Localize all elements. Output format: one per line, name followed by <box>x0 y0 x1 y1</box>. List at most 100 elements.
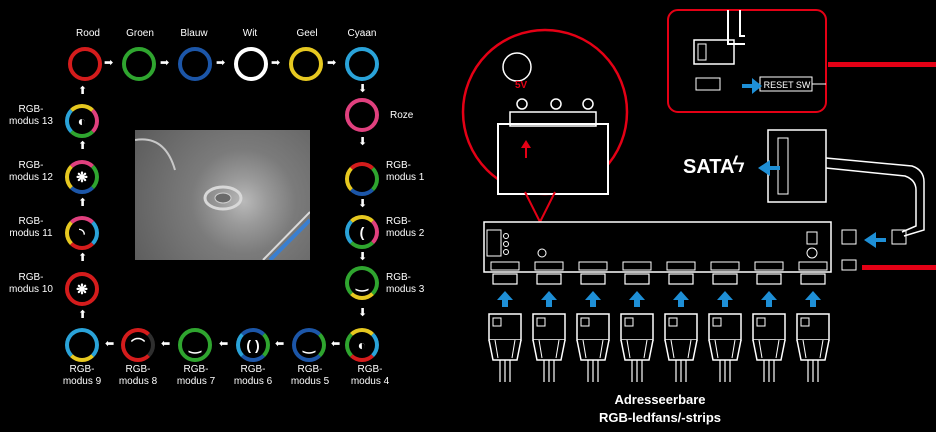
arrow-down-icon: ⬇ <box>358 251 368 263</box>
plug-wires <box>675 360 687 382</box>
arrow-up-blue-icon <box>717 291 733 307</box>
label-mode-1: RGB-modus 1 <box>386 160 425 183</box>
label-mode-7: RGB-modus 7 <box>176 364 216 387</box>
arrow-down-icon: ⬇ <box>358 83 368 95</box>
arrow-down-icon: ⬇ <box>358 198 368 210</box>
plug-latch <box>800 317 810 327</box>
label-mode-3: RGB-modus 3 <box>386 272 425 295</box>
arrow-up-blue-icon <box>497 291 513 307</box>
plug-latch <box>492 317 502 327</box>
ring-pink <box>345 98 379 132</box>
plug-ribs <box>626 339 648 359</box>
plug-latch <box>668 317 678 327</box>
ring-mode-8: ⌒ <box>121 328 155 362</box>
fan-plug <box>532 313 566 341</box>
label-blauw: Blauw <box>180 28 208 39</box>
ring-mode-2: ( <box>345 215 379 249</box>
plug-body <box>488 339 522 361</box>
ring-mode-12: ❋ <box>65 160 99 194</box>
arrow-up-blue-icon <box>805 291 821 307</box>
port-pins <box>800 273 826 285</box>
ring-mode-3: ‿ <box>345 266 379 300</box>
label-mode-4: RGB-modus 4 <box>350 364 390 387</box>
sata-label: SATA <box>683 156 735 178</box>
port-header <box>666 261 696 271</box>
port-pins <box>712 273 738 285</box>
arrow-up-icon: ⬆ <box>78 197 88 209</box>
label-groen: Groen <box>126 28 154 39</box>
port-pins <box>624 273 650 285</box>
ring-cyan <box>345 47 379 81</box>
port-header <box>798 261 828 271</box>
plug-body <box>708 339 742 361</box>
arrow-right-icon: ➡ <box>216 57 226 69</box>
arrow-left-icon: ⬅ <box>219 338 229 350</box>
plug-wires <box>719 360 731 382</box>
product-photo-art <box>134 138 312 262</box>
plug-wires <box>807 360 819 382</box>
plug-ribs <box>714 339 736 359</box>
plug-wires <box>763 360 775 382</box>
plug-body <box>576 339 610 361</box>
port-pins <box>756 273 782 285</box>
label-mode-10: RGB-modus 10 <box>9 272 53 295</box>
label-mode-9: RGB-modus 9 <box>62 364 102 387</box>
plug-wires <box>631 360 643 382</box>
ring-green <box>122 47 156 81</box>
label-mode-13: RGB-modus 13 <box>9 104 53 127</box>
ring-mode-4: ◐ <box>345 328 379 362</box>
port-pins <box>668 273 694 285</box>
port-header <box>710 261 740 271</box>
ring-yellow <box>289 47 323 81</box>
ring-mode-6: ( ) <box>236 328 270 362</box>
plug-body <box>664 339 698 361</box>
ring-mode-13: ◐ <box>65 104 99 138</box>
lightning-icon: ϟ <box>732 151 745 178</box>
plug-wires <box>543 360 555 382</box>
arrow-up-blue-icon <box>629 291 645 307</box>
plug-wires <box>587 360 599 382</box>
arrow-left-icon: ⬅ <box>105 338 115 350</box>
arrow-up-blue-icon <box>585 291 601 307</box>
plug-ribs <box>582 339 604 359</box>
arrow-up-icon: ⬆ <box>78 309 88 321</box>
arrow-up-icon: ⬆ <box>78 252 88 264</box>
arrow-up-blue-icon <box>761 291 777 307</box>
label-mode-5: RGB-modus 5 <box>290 364 330 387</box>
arrow-down-icon: ⬇ <box>358 136 368 148</box>
label-mode-12: RGB-modus 12 <box>9 160 53 183</box>
plug-ribs <box>670 339 692 359</box>
plug-latch <box>536 317 546 327</box>
plug-latch <box>756 317 766 327</box>
label-mode-2: RGB-modus 2 <box>386 216 425 239</box>
plug-ribs <box>802 339 824 359</box>
plug-ribs <box>758 339 780 359</box>
arrow-up-blue-icon <box>541 291 557 307</box>
reset-sw-label: RESET SW <box>763 80 811 90</box>
ring-mode-10: ❋ <box>65 272 99 306</box>
port-header <box>578 261 608 271</box>
arrow-right-icon: ➡ <box>271 57 281 69</box>
caption-line-1: Adresseerbare <box>614 392 706 407</box>
port-pins <box>580 273 606 285</box>
label-geel: Geel <box>296 28 318 39</box>
ring-blue <box>178 47 212 81</box>
plug-wires <box>499 360 511 382</box>
arrow-down-icon: ⬇ <box>358 307 368 319</box>
ring-mode-5: ‿ <box>292 328 326 362</box>
arrow-right-icon: ➡ <box>160 57 170 69</box>
label-mode-8: RGB-modus 8 <box>118 364 158 387</box>
caption-line-2: RGB-ledfans/-strips <box>598 410 722 425</box>
label-cyaan: Cyaan <box>347 28 377 39</box>
label-mode-6: RGB-modus 6 <box>233 364 273 387</box>
arrow-right-icon: ➡ <box>104 57 114 69</box>
fan-plug <box>488 313 522 341</box>
port-pins <box>536 273 562 285</box>
label-wit: Wit <box>242 28 258 39</box>
arrow-up-icon: ⬆ <box>78 140 88 152</box>
port-header <box>534 261 564 271</box>
plug-latch <box>580 317 590 327</box>
ring-red <box>68 47 102 81</box>
plug-ribs <box>538 339 560 359</box>
